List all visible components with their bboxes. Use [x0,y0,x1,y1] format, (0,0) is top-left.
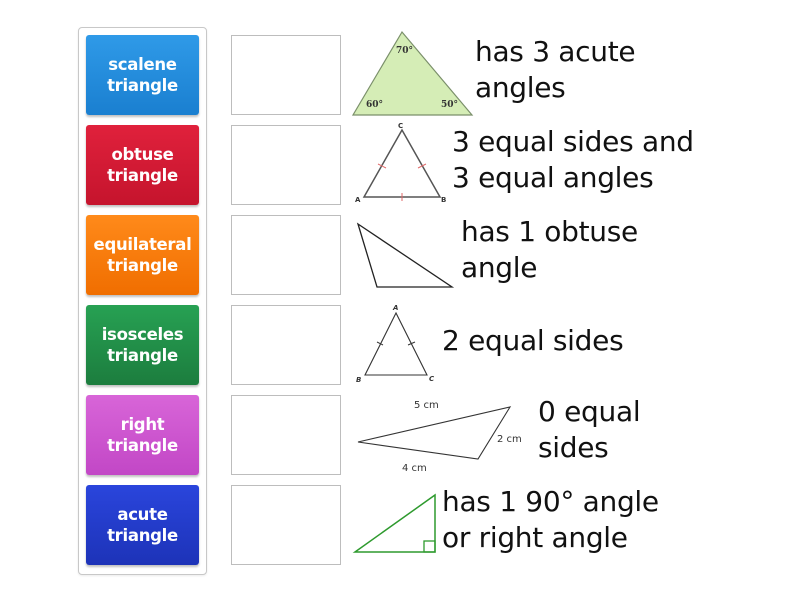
drop-slot-6[interactable] [231,485,341,565]
tile-label-line1: isosceles [101,325,184,344]
description-text: has 3 acute angles [475,34,636,106]
description-line: has 3 acute [475,35,636,68]
description-line: 2 equal sides [442,324,624,357]
vertex-label-c: C [398,122,403,130]
equilateral-triangle-abc-image: C A B [355,122,446,204]
vertex-label-c: C [429,375,435,383]
tile-label-line1: right [120,415,165,434]
tile-equilateral-triangle[interactable]: equilateral triangle [86,215,199,295]
description-text: has 1 obtuse angle [461,214,638,286]
tile-label-line2: triangle [107,166,178,185]
tile-isosceles-triangle[interactable]: isosceles triangle [86,305,199,385]
description-text: 3 equal sides and 3 equal angles [452,124,694,196]
tile-obtuse-triangle[interactable]: obtuse triangle [86,125,199,205]
tile-label-line2: triangle [107,346,178,365]
tile-label-line2: triangle [107,256,178,275]
tile-label-line1: obtuse [111,145,174,164]
drop-slot-1[interactable] [231,35,341,115]
drop-slot-4[interactable] [231,305,341,385]
tile-acute-triangle[interactable]: acute triangle [86,485,199,565]
description-line: has 1 90° angle [442,485,659,518]
side-label-bottom: 4 cm [402,463,427,474]
description-text: 0 equal sides [538,394,641,466]
description-line: angle [461,251,538,284]
tile-label-line1: equilateral [93,235,192,254]
description-line: or right angle [442,521,628,554]
vertex-label-a: A [392,304,398,312]
answer-tiles-tray: scalene triangle obtuse triangle equilater… [78,27,207,575]
tile-label-line2: triangle [107,436,178,455]
description-line: 3 equal angles [452,161,654,194]
tile-right-triangle[interactable]: right triangle [86,395,199,475]
description-text: 2 equal sides [442,323,624,359]
drop-slot-3[interactable] [231,215,341,295]
acute-triangle-angles-image: 70° 60° 50° [351,30,474,116]
vertex-label-a: A [355,196,361,204]
angle-label-right: 50° [441,100,458,110]
scalene-triangle-sides-image: 5 cm 2 cm 4 cm [357,400,522,474]
side-label-right: 2 cm [497,434,522,445]
tile-scalene-triangle[interactable]: scalene triangle [86,35,199,115]
description-line: 0 equal [538,395,641,428]
obtuse-triangle-image [356,222,455,288]
tile-label-line2: triangle [107,76,178,95]
vertex-label-b: B [441,196,446,204]
tile-label-line1: acute [117,505,168,524]
tile-label-line1: scalene [108,55,177,74]
description-line: has 1 obtuse [461,215,638,248]
description-line: angles [475,71,566,104]
tile-label-line2: triangle [107,526,178,545]
drop-slot-2[interactable] [231,125,341,205]
drop-slot-5[interactable] [231,395,341,475]
angle-label-top: 70° [396,46,413,56]
description-line: 3 equal sides and [452,125,694,158]
side-label-top: 5 cm [414,400,439,411]
description-line: sides [538,431,609,464]
isosceles-triangle-abc-image: A B C [356,304,435,384]
vertex-label-b: B [356,376,361,384]
description-text: has 1 90° angle or right angle [442,484,659,556]
angle-label-left: 60° [366,100,383,110]
right-triangle-image [352,493,436,553]
